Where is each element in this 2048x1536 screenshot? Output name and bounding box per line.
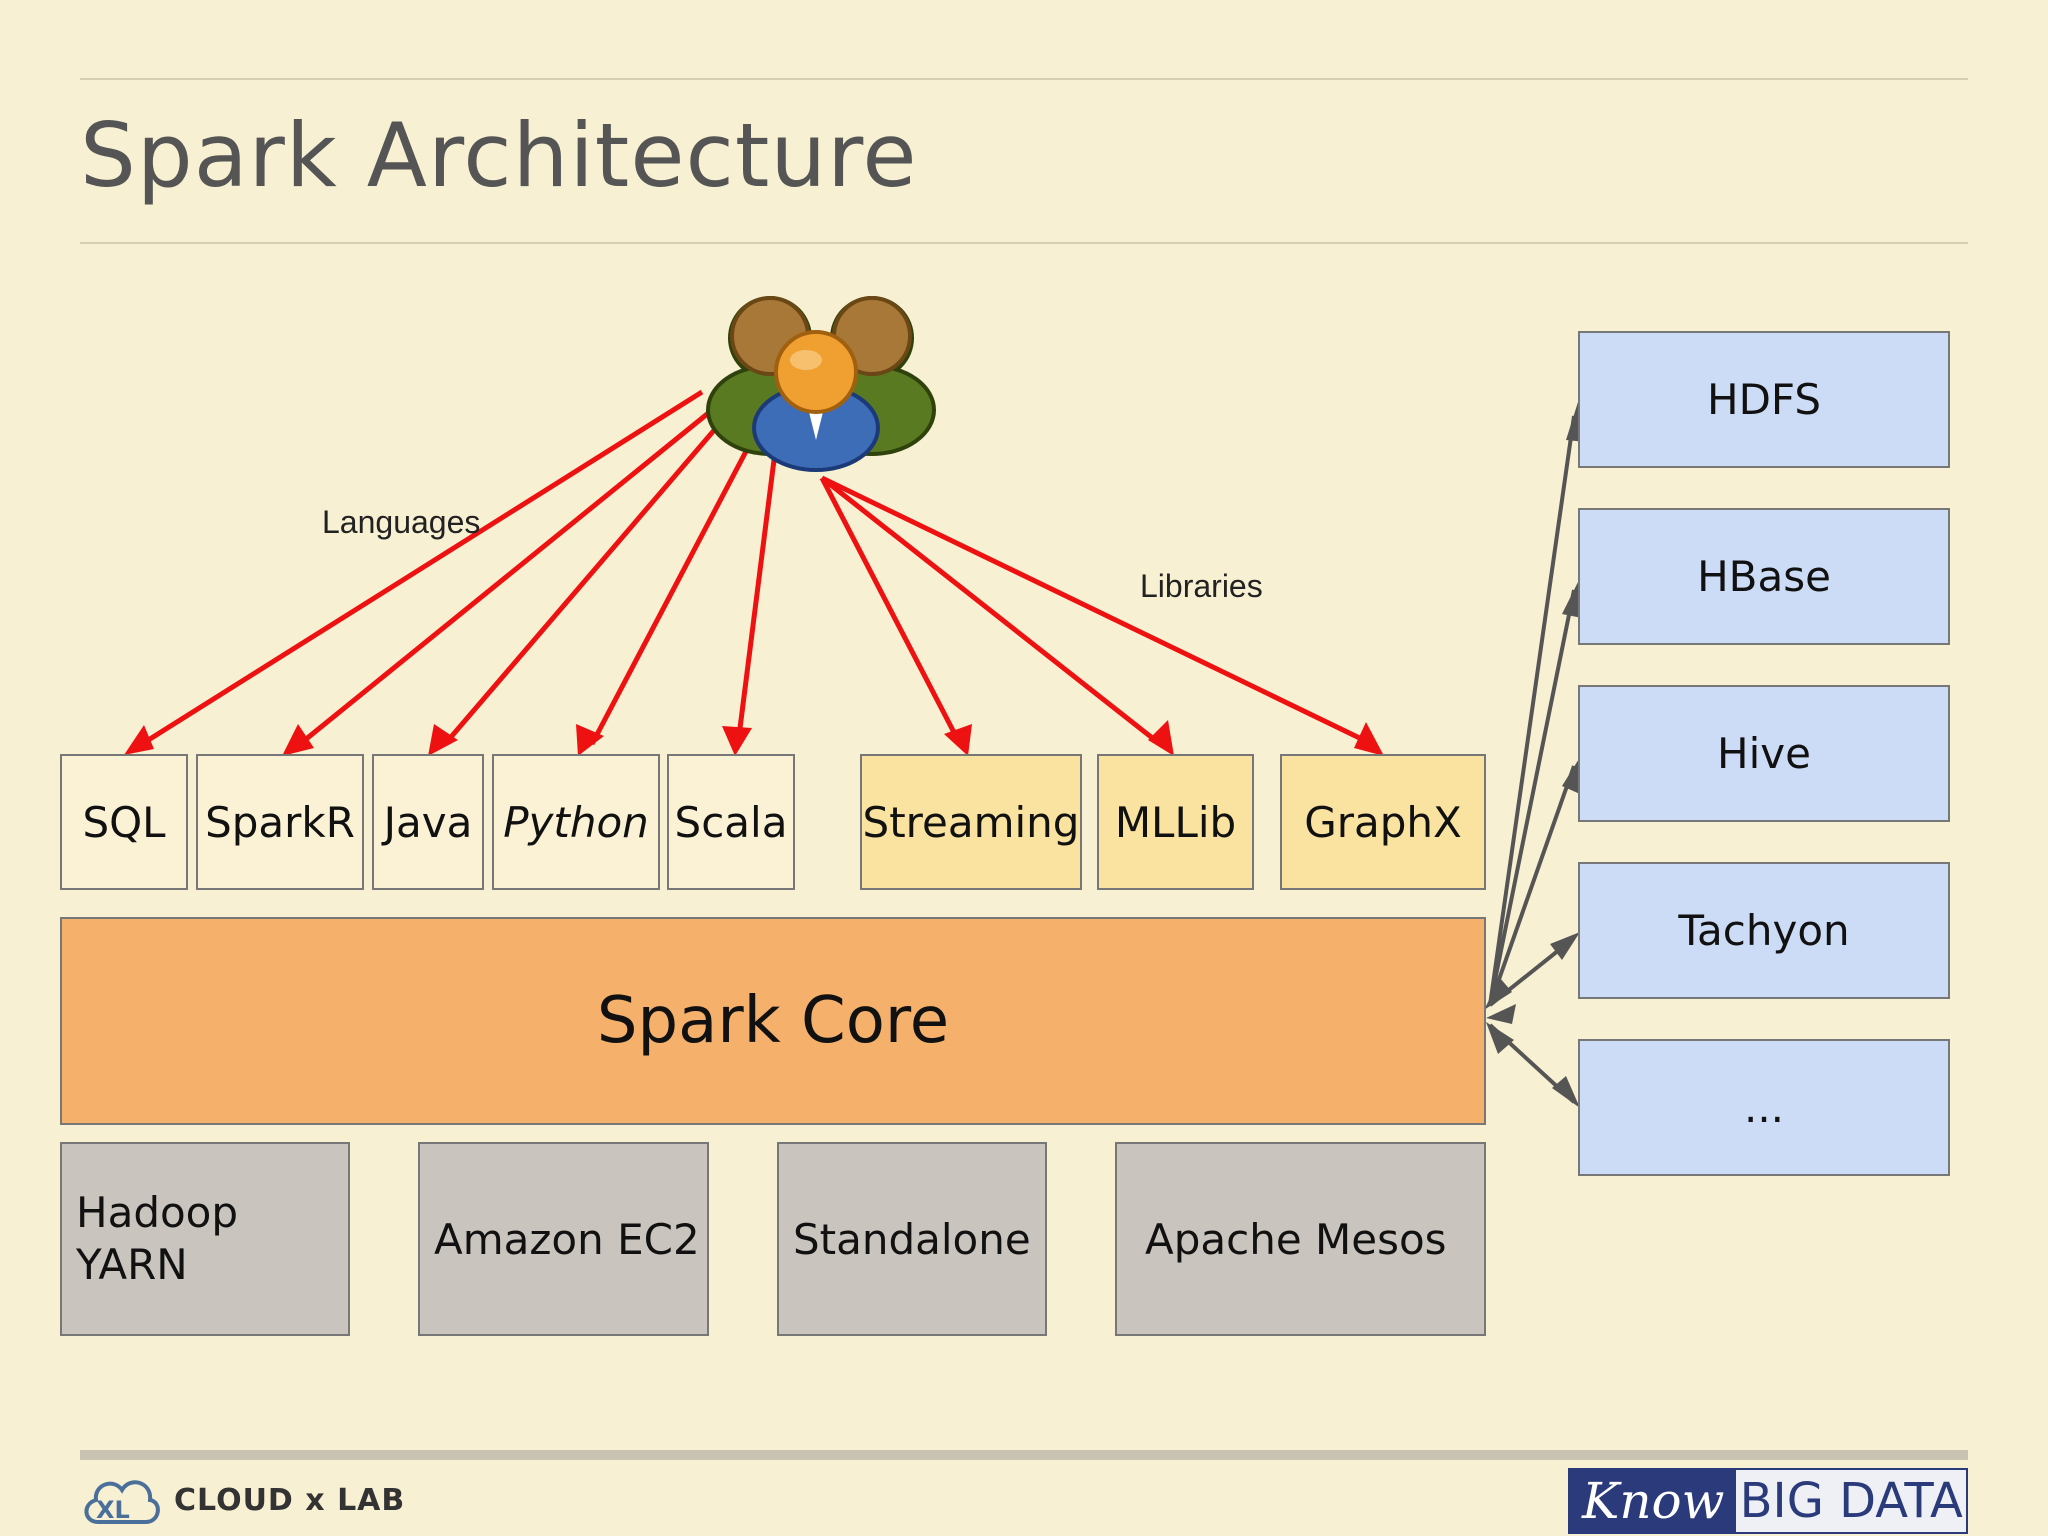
language-python: Python (492, 754, 660, 890)
language-arrows (140, 389, 777, 747)
arrow-java (443, 412, 730, 746)
storage-arrows (1488, 415, 1576, 1104)
arrow-hdfs (1488, 415, 1576, 1006)
arrow-mllib (820, 476, 1162, 746)
arrowhead-java (428, 724, 458, 756)
slide-title: Spark Architecture (80, 104, 918, 207)
red-arrowheads (124, 720, 1384, 756)
arrowhead-streaming (944, 724, 972, 756)
arrow-hbase (1488, 589, 1576, 1006)
gray-arrowheads (1484, 402, 1586, 1108)
library-mllib: MLLib (1097, 754, 1254, 890)
manager-standalone: Standalone (777, 1142, 1047, 1336)
arrow-sparkr (298, 400, 724, 746)
arrowhead-hbase (1562, 578, 1582, 618)
arrow-hive (1488, 765, 1576, 1006)
arrowhead-more (1552, 1076, 1580, 1108)
language-sparkr: SparkR (196, 754, 364, 890)
arrowhead-tachyon (1550, 932, 1580, 960)
top-rule (80, 78, 1968, 80)
cloud-icon: XL (84, 1480, 160, 1524)
storage-hdfs: HDFS (1578, 331, 1950, 468)
arrowhead-core-3 (1486, 1022, 1514, 1054)
spark-core: Spark Core (60, 917, 1486, 1125)
knowbigdata-logo: Know BIG DATA (1568, 1468, 1968, 1534)
arrowhead-hive (1562, 754, 1582, 794)
language-java: Java (372, 754, 484, 890)
language-sql: SQL (60, 754, 188, 890)
footer-bar (80, 1450, 1968, 1460)
storage-hive: Hive (1578, 685, 1950, 822)
svg-text:XL: XL (96, 1496, 130, 1524)
knowbigdata-logo-bigdata: BIG DATA (1736, 1470, 1966, 1532)
arrowhead-sparkr (282, 724, 314, 756)
manager-hadoop-yarn: Hadoop YARN (60, 1142, 350, 1336)
manager-apache-mesos: Apache Mesos (1115, 1142, 1486, 1336)
arrowhead-core-1 (1484, 978, 1512, 1010)
cloudxlab-logo: XL CLOUD x LAB (80, 1470, 405, 1530)
storage-tachyon: Tachyon (1578, 862, 1950, 999)
library-streaming: Streaming (860, 754, 1082, 890)
library-graphx: GraphX (1280, 754, 1486, 890)
storage-hbase: HBase (1578, 508, 1950, 645)
arrowhead-graphx (1354, 722, 1384, 756)
knowbigdata-logo-know: Know (1570, 1470, 1737, 1532)
arrow-graphx (820, 475, 1374, 747)
arrowhead-scala (722, 726, 752, 756)
arrowhead-python (576, 724, 604, 756)
libraries-label: Libraries (1140, 568, 1263, 604)
library-arrows (819, 475, 1374, 747)
arrow-scala (735, 459, 777, 745)
users-group-icon (706, 296, 936, 472)
languages-label: Languages (322, 504, 481, 540)
arrowhead-core-2 (1486, 1004, 1516, 1024)
language-scala: Scala (667, 754, 795, 890)
arrow-streaming (819, 476, 963, 746)
title-rule (80, 242, 1968, 244)
storage-more: ... (1578, 1039, 1950, 1176)
arrowhead-mllib (1148, 720, 1174, 756)
arrow-python (589, 438, 755, 746)
cloudxlab-logo-text: CLOUD x LAB (174, 1482, 406, 1518)
arrow-sql (140, 389, 704, 747)
arrowhead-sql (124, 725, 154, 755)
manager-amazon-ec2: Amazon EC2 (418, 1142, 709, 1336)
